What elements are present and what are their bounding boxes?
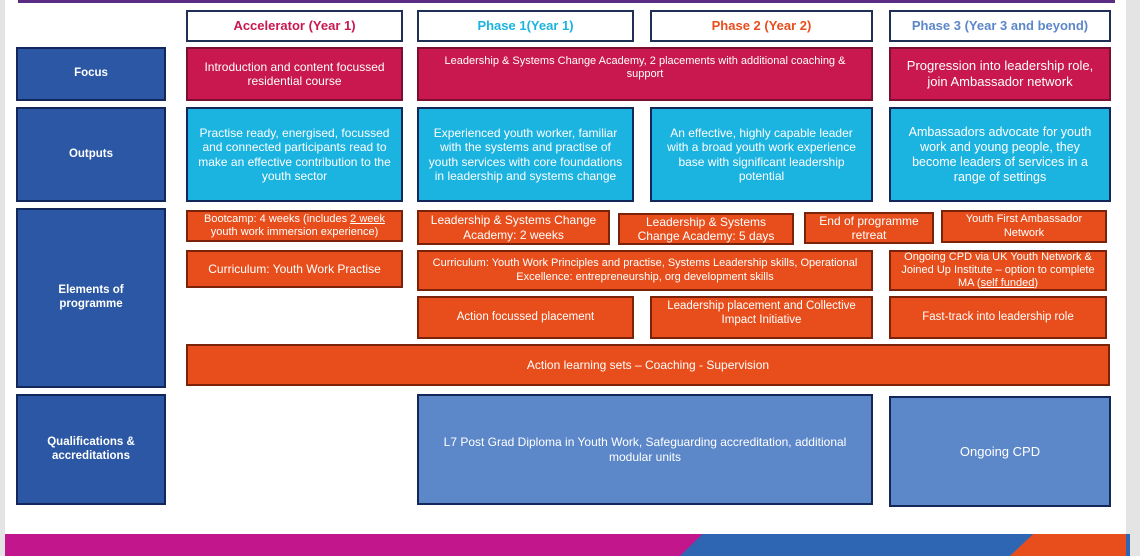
output-phase1: Experienced youth worker, familiar with … bbox=[417, 107, 634, 202]
element-leadership-placement: Leadership placement and Collective Impa… bbox=[650, 296, 873, 339]
qualification-phase3: Ongoing CPD bbox=[889, 396, 1111, 507]
element-ongoing-cpd: Ongoing CPD via UK Youth Network & Joine… bbox=[889, 250, 1107, 291]
element-curriculum-youth-work: Curriculum: Youth Work Practise bbox=[186, 250, 403, 288]
row-label-outputs: Outputs bbox=[16, 107, 166, 202]
output-phase3: Ambassadors advocate for youth work and … bbox=[889, 107, 1111, 202]
row-label-focus: Focus bbox=[16, 47, 166, 101]
left-edge bbox=[0, 0, 5, 556]
element-action-learning: Action learning sets – Coaching - Superv… bbox=[186, 344, 1110, 386]
element-academy-2-weeks: Leadership & Systems Change Academy: 2 w… bbox=[417, 210, 610, 245]
top-rule bbox=[18, 0, 1115, 3]
qualification-phase1-2: L7 Post Grad Diploma in Youth Work, Safe… bbox=[417, 394, 873, 505]
header-phase1: Phase 1(Year 1) bbox=[417, 10, 634, 42]
element-ambassador-network: Youth First Ambassador Network bbox=[941, 210, 1107, 243]
header-phase2: Phase 2 (Year 2) bbox=[650, 10, 873, 42]
element-action-placement: Action focussed placement bbox=[417, 296, 634, 339]
element-curriculum-principles: Curriculum: Youth Work Principles and pr… bbox=[417, 250, 873, 291]
header-phase3: Phase 3 (Year 3 and beyond) bbox=[889, 10, 1111, 42]
output-phase2: An effective, highly capable leader with… bbox=[650, 107, 873, 202]
row-label-elements: Elements of programme bbox=[16, 208, 166, 388]
row-label-qualifications: Qualifications & accreditations bbox=[16, 394, 166, 505]
focus-phase3: Progression into leadership role, join A… bbox=[889, 47, 1111, 101]
element-ongoing-cpd-text: Ongoing CPD via UK Youth Network & Joine… bbox=[901, 250, 1095, 290]
element-retreat: End of programme retreat bbox=[804, 212, 934, 244]
focus-accelerator: Introduction and content focussed reside… bbox=[186, 47, 403, 101]
element-bootcamp-text: Bootcamp: 4 weeks (includes 2 week youth… bbox=[204, 212, 385, 238]
footer-band-orange bbox=[1010, 534, 1126, 556]
header-accelerator: Accelerator (Year 1) bbox=[186, 10, 403, 42]
right-edge bbox=[1126, 0, 1140, 556]
focus-phase1-2: Leadership & Systems Change Academy, 2 p… bbox=[417, 47, 873, 101]
element-bootcamp: Bootcamp: 4 weeks (includes 2 week youth… bbox=[186, 210, 403, 242]
output-accelerator: Practise ready, energised, focussed and … bbox=[186, 107, 403, 202]
element-academy-5-days: Leadership & Systems Change Academy: 5 d… bbox=[618, 213, 794, 245]
element-fast-track: Fast-track into leadership role bbox=[889, 296, 1107, 339]
